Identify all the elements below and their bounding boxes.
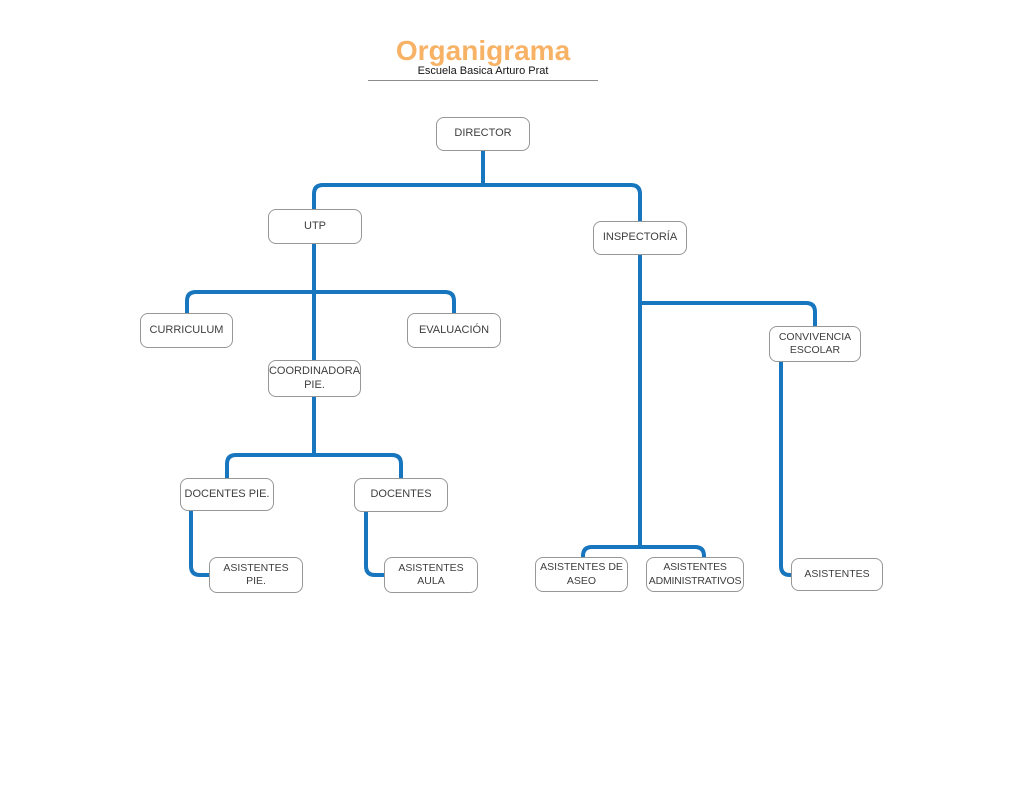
connector-convivencia-asistentes (779, 362, 793, 577)
page-title: Organigrama (395, 35, 571, 66)
org-node-docentes-pie: DOCENTES PIE. (180, 478, 274, 511)
connector-inspectoria-asistentes-bracket (581, 545, 706, 557)
org-node-convivencia-escolar: CONVIVENCIA ESCOLAR (769, 326, 861, 362)
connector-utp-children-bracket (185, 290, 456, 313)
connector-coordinadora-children-bracket (225, 453, 403, 478)
org-node-asistentes-aula: ASISTENTES AULA (384, 557, 478, 593)
page-subtitle: Escuela Basica Arturo Prat (417, 65, 549, 77)
org-node-coordinadora-pie: COORDINADORA PIE. (268, 360, 361, 397)
connector-director-children-bracket (312, 183, 642, 221)
org-node-asistentes: ASISTENTES (791, 558, 883, 591)
connector-docentespie-asistentespie (189, 511, 211, 577)
connector-inspectoria-convivencia (640, 301, 817, 326)
org-node-docentes: DOCENTES (354, 478, 448, 512)
diagram-header: Organigrama Escuela Basica Arturo Prat (368, 35, 598, 81)
org-node-asistentes-administrativos: ASISTENTES ADMINISTRATIVOS (646, 557, 744, 592)
org-node-inspectoria: INSPECTORÍA (593, 221, 687, 255)
org-node-asistentes-pie: ASISTENTES PIE. (209, 557, 303, 593)
connector-docentes-asistentesaula (364, 512, 386, 577)
org-node-curriculum: CURRICULUM (140, 313, 233, 348)
org-node-utp: UTP (268, 209, 362, 244)
org-node-director: DIRECTOR (436, 117, 530, 151)
org-node-evaluacion: EVALUACIÓN (407, 313, 501, 348)
org-node-asistentes-de-aseo: ASISTENTES DE ASEO (535, 557, 628, 592)
